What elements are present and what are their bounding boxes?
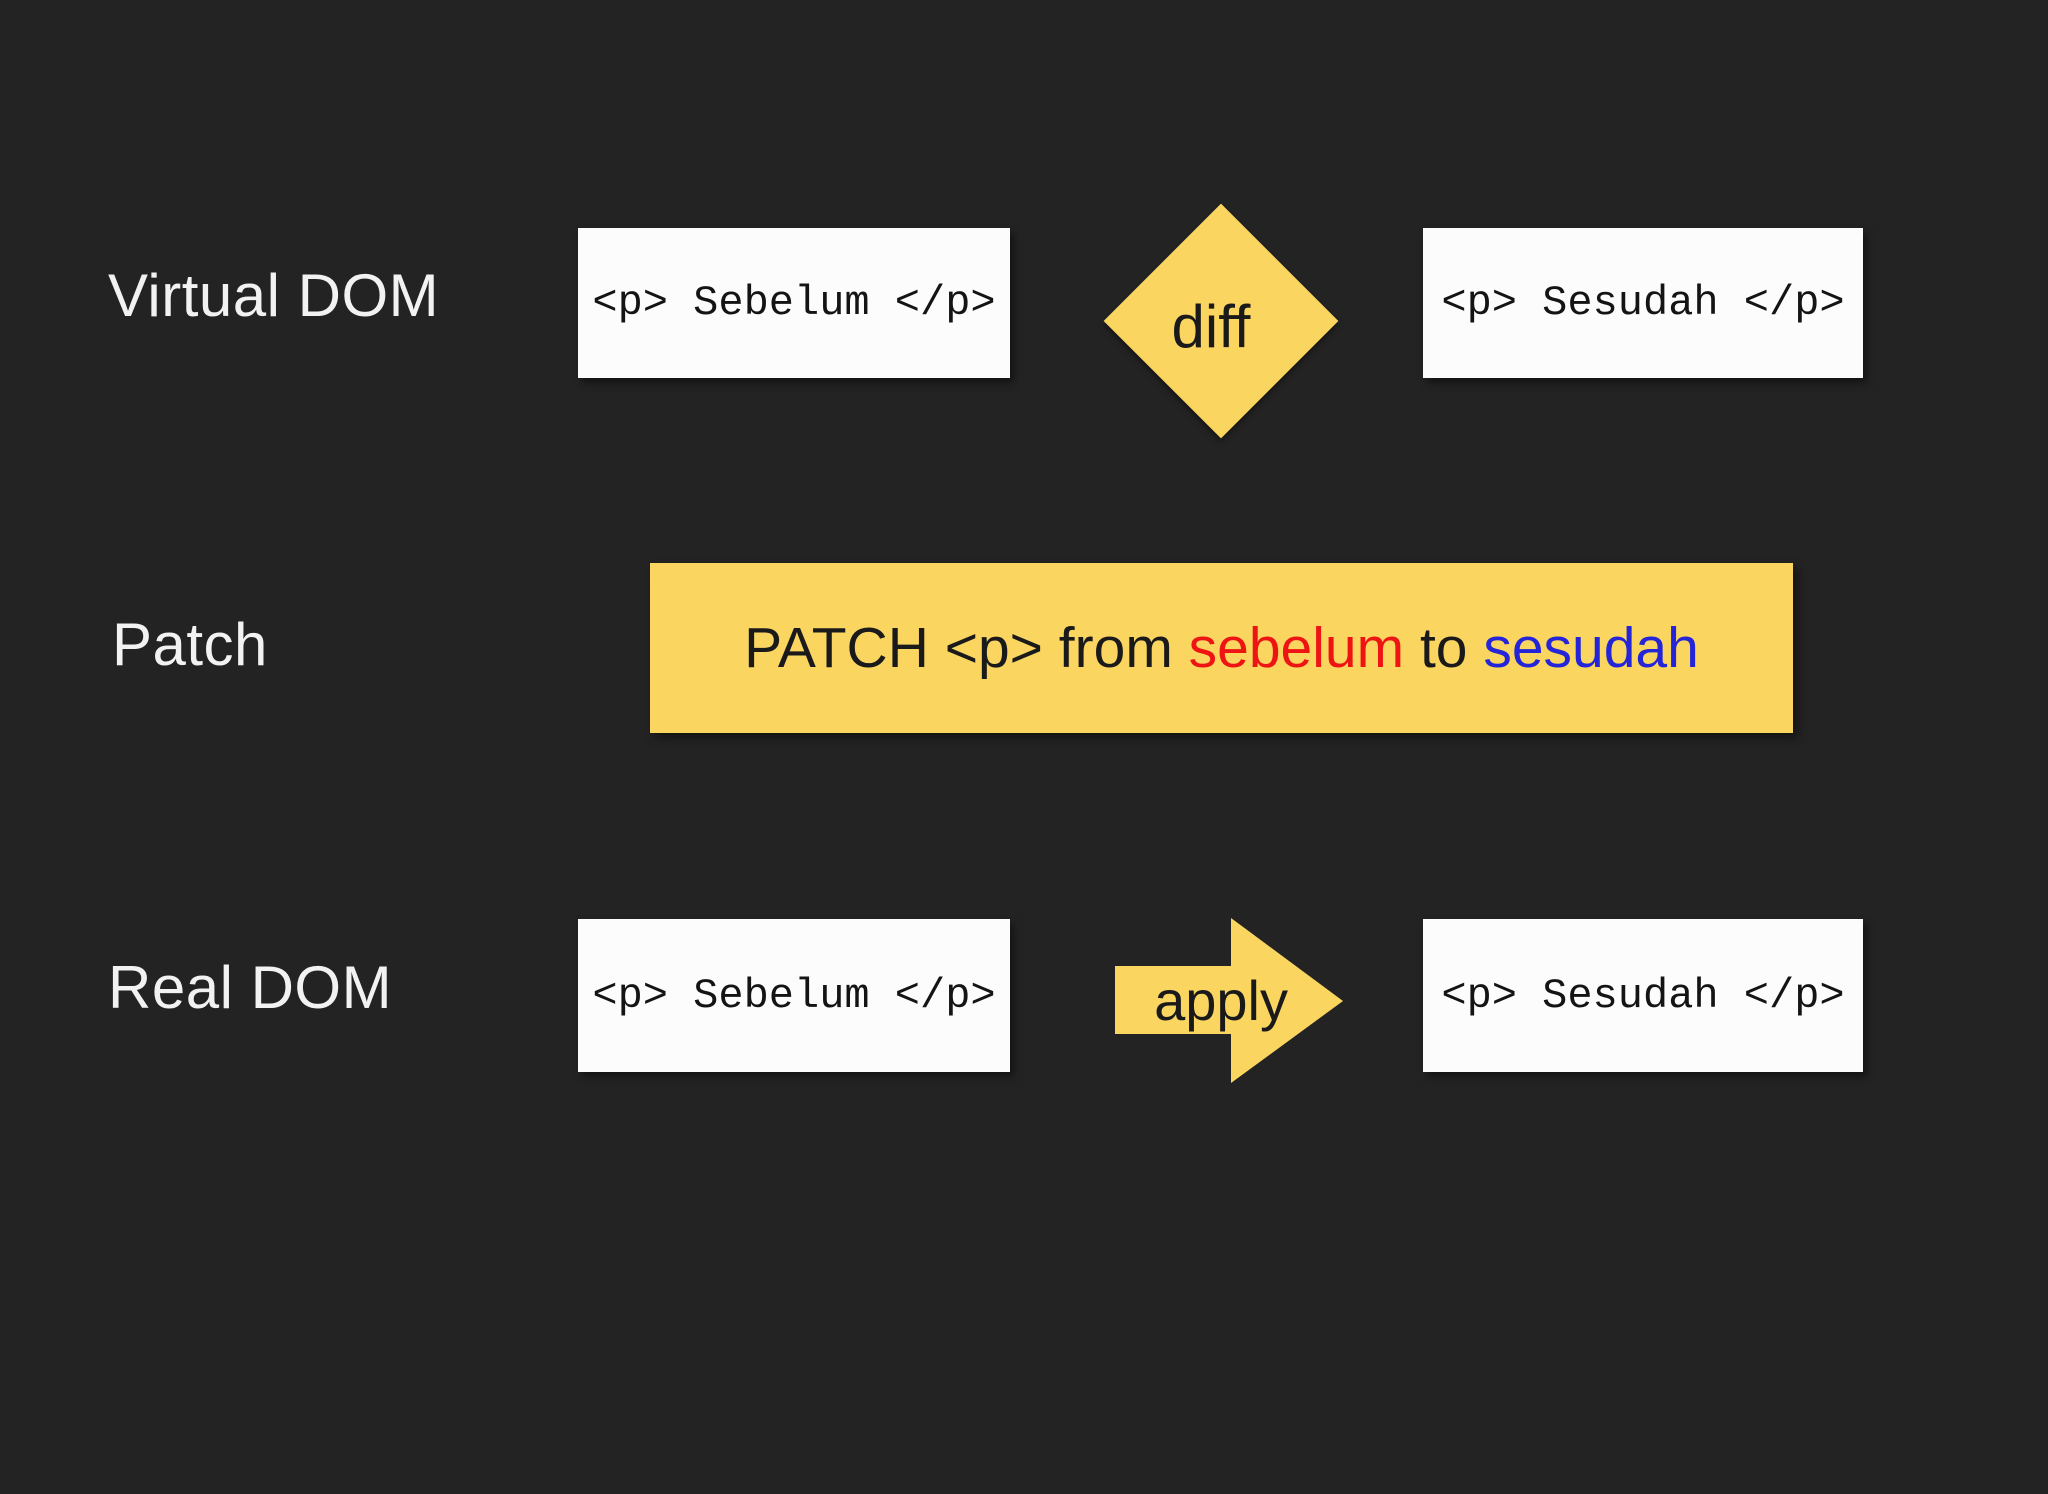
patch-text-middle: to — [1404, 616, 1484, 680]
row-label-patch: Patch — [112, 611, 268, 678]
patch-banner: PATCH <p> from sebelum to sesudah — [650, 563, 1793, 733]
apply-arrow-label: apply — [1154, 968, 1288, 1032]
row-label-virtual-dom: Virtual DOM — [108, 262, 440, 329]
code-text-real-after: <p> Sesudah </p> — [1441, 971, 1845, 1020]
patch-text: PATCH <p> from sebelum to sesudah — [744, 615, 1699, 681]
patch-word-sesudah: sesudah — [1483, 616, 1699, 680]
code-box-virtual-after: <p> Sesudah </p> — [1423, 228, 1863, 378]
patch-text-prefix: PATCH <p> from — [744, 616, 1189, 680]
code-box-virtual-before: <p> Sebelum </p> — [578, 228, 1010, 378]
patch-word-sebelum: sebelum — [1188, 616, 1405, 680]
code-box-real-after: <p> Sesudah </p> — [1423, 919, 1863, 1072]
diff-diamond: diff — [1103, 203, 1339, 439]
code-text-real-before: <p> Sebelum </p> — [592, 971, 996, 1020]
code-text-virtual-after: <p> Sesudah </p> — [1441, 279, 1845, 327]
diff-diamond-inner: diff — [1138, 238, 1304, 404]
row-label-real-dom: Real DOM — [108, 954, 393, 1021]
apply-arrow-icon — [1115, 918, 1343, 1083]
code-text-virtual-before: <p> Sebelum </p> — [592, 279, 996, 327]
code-box-real-before: <p> Sebelum </p> — [578, 919, 1010, 1072]
diff-diamond-label: diff — [1171, 292, 1251, 360]
